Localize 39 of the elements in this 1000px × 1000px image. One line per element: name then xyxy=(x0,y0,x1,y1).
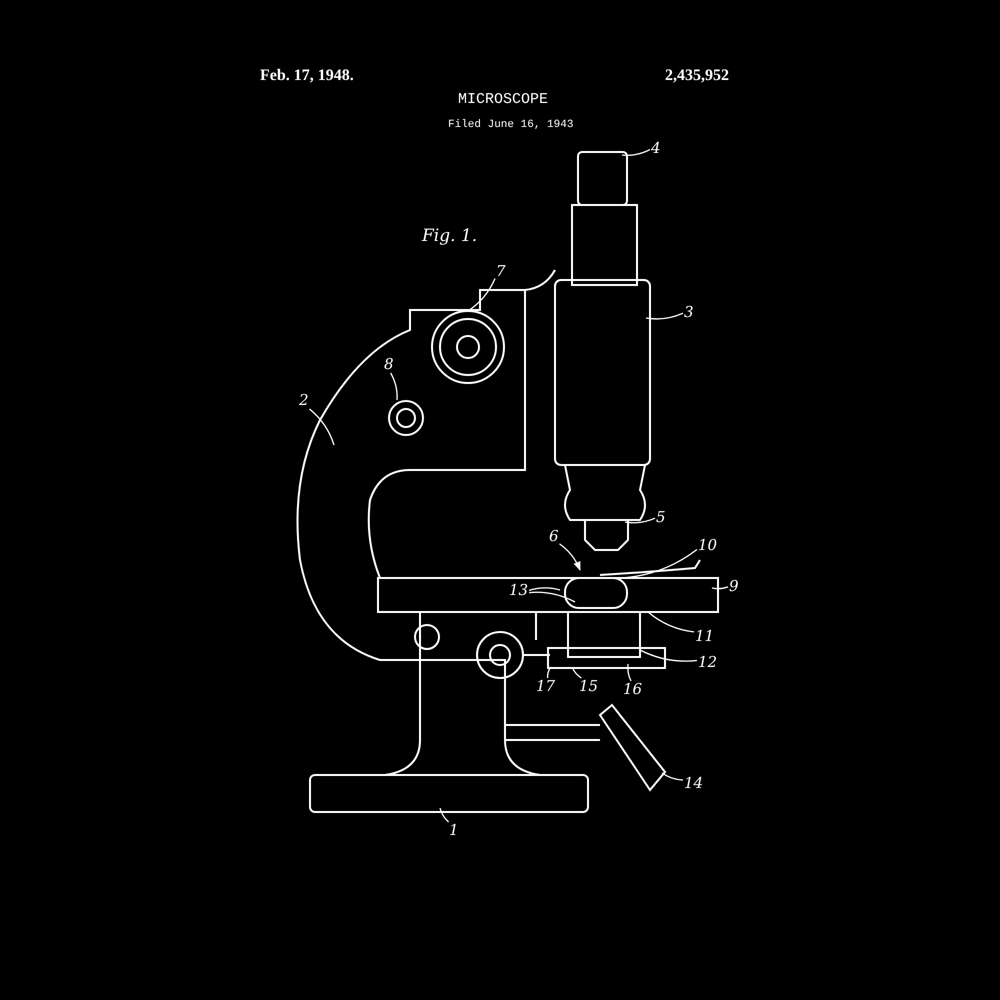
leader-line xyxy=(627,664,632,682)
callout-number: 3 xyxy=(683,304,695,321)
leader-line xyxy=(624,518,656,524)
leader-line xyxy=(529,592,576,603)
callout-number: 2 xyxy=(298,392,310,409)
leader-line xyxy=(468,278,496,312)
patent-number: 2,435,952 xyxy=(665,68,729,84)
filing-date: Filed June 16, 1943 xyxy=(448,120,574,131)
callout-number: 17 xyxy=(535,678,556,695)
leader-line xyxy=(648,612,694,633)
leader-line xyxy=(622,548,698,579)
figure-label: Fig. 1. xyxy=(422,228,478,245)
callout-number: 5 xyxy=(655,509,667,526)
callout-number: 12 xyxy=(697,654,718,671)
leader-line xyxy=(640,649,698,662)
leader-line xyxy=(528,587,560,592)
leader-line xyxy=(571,666,582,679)
leader-line xyxy=(390,372,398,400)
callout-number: 16 xyxy=(622,681,644,698)
callout-number: 15 xyxy=(578,678,600,695)
leader-line xyxy=(546,668,551,678)
callout-number: 6 xyxy=(548,528,560,545)
callout-number: 8 xyxy=(383,356,395,373)
leader-line xyxy=(712,586,728,590)
callout-number: 10 xyxy=(697,537,718,554)
patent-title: MICROSCOPE xyxy=(458,92,548,107)
callout-number: 9 xyxy=(728,578,740,595)
leader-line xyxy=(439,808,450,822)
patent-date: Feb. 17, 1948. xyxy=(260,68,354,84)
callout-number: 14 xyxy=(683,775,704,792)
callout-number: 13 xyxy=(508,582,530,599)
callout-number: 7 xyxy=(495,263,507,280)
callout-number: 4 xyxy=(650,140,662,157)
callout-number: 11 xyxy=(694,628,716,645)
callout-number: 1 xyxy=(448,822,460,839)
leader-arrow xyxy=(559,543,581,571)
leader-line xyxy=(662,772,684,781)
leader-line xyxy=(622,149,650,156)
leader-line xyxy=(646,312,684,320)
